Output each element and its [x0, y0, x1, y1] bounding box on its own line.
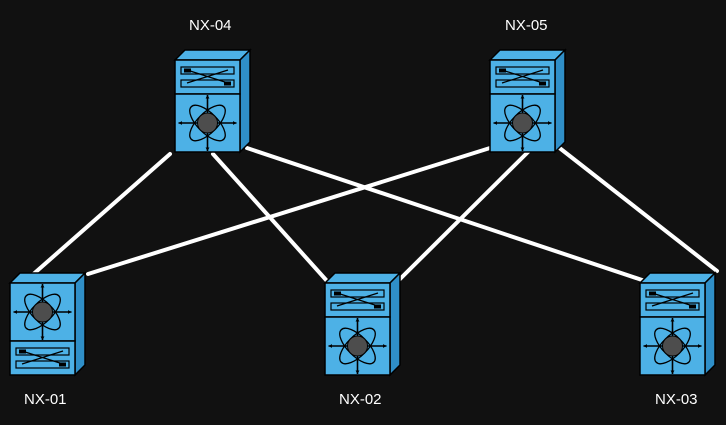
link-nx05-nx03 [555, 144, 719, 273]
device-label-nx05: NX-05 [505, 17, 548, 34]
device-nx03[interactable] [638, 271, 717, 377]
device-nx01[interactable] [8, 271, 87, 377]
link-nx04-nx01 [11, 152, 172, 294]
device-nx02[interactable] [323, 271, 402, 377]
device-label-nx02: NX-02 [339, 391, 382, 408]
link-nx05-nx02 [396, 150, 530, 283]
links-layer [11, 144, 719, 294]
nexus-switch-icon [638, 271, 717, 377]
link-nx05-nx01 [86, 146, 492, 276]
device-nx05[interactable] [488, 48, 567, 154]
nexus-switch-icon [173, 48, 252, 154]
device-label-nx01: NX-01 [24, 391, 67, 408]
nexus-switch-icon [323, 271, 402, 377]
device-label-nx03: NX-03 [655, 391, 698, 408]
nexus-switch-icon [8, 271, 87, 377]
device-label-nx04: NX-04 [189, 17, 232, 34]
device-nx04[interactable] [173, 48, 252, 154]
link-nx04-nx03 [245, 146, 647, 283]
devices-layer [8, 48, 717, 377]
nexus-switch-icon [488, 48, 567, 154]
